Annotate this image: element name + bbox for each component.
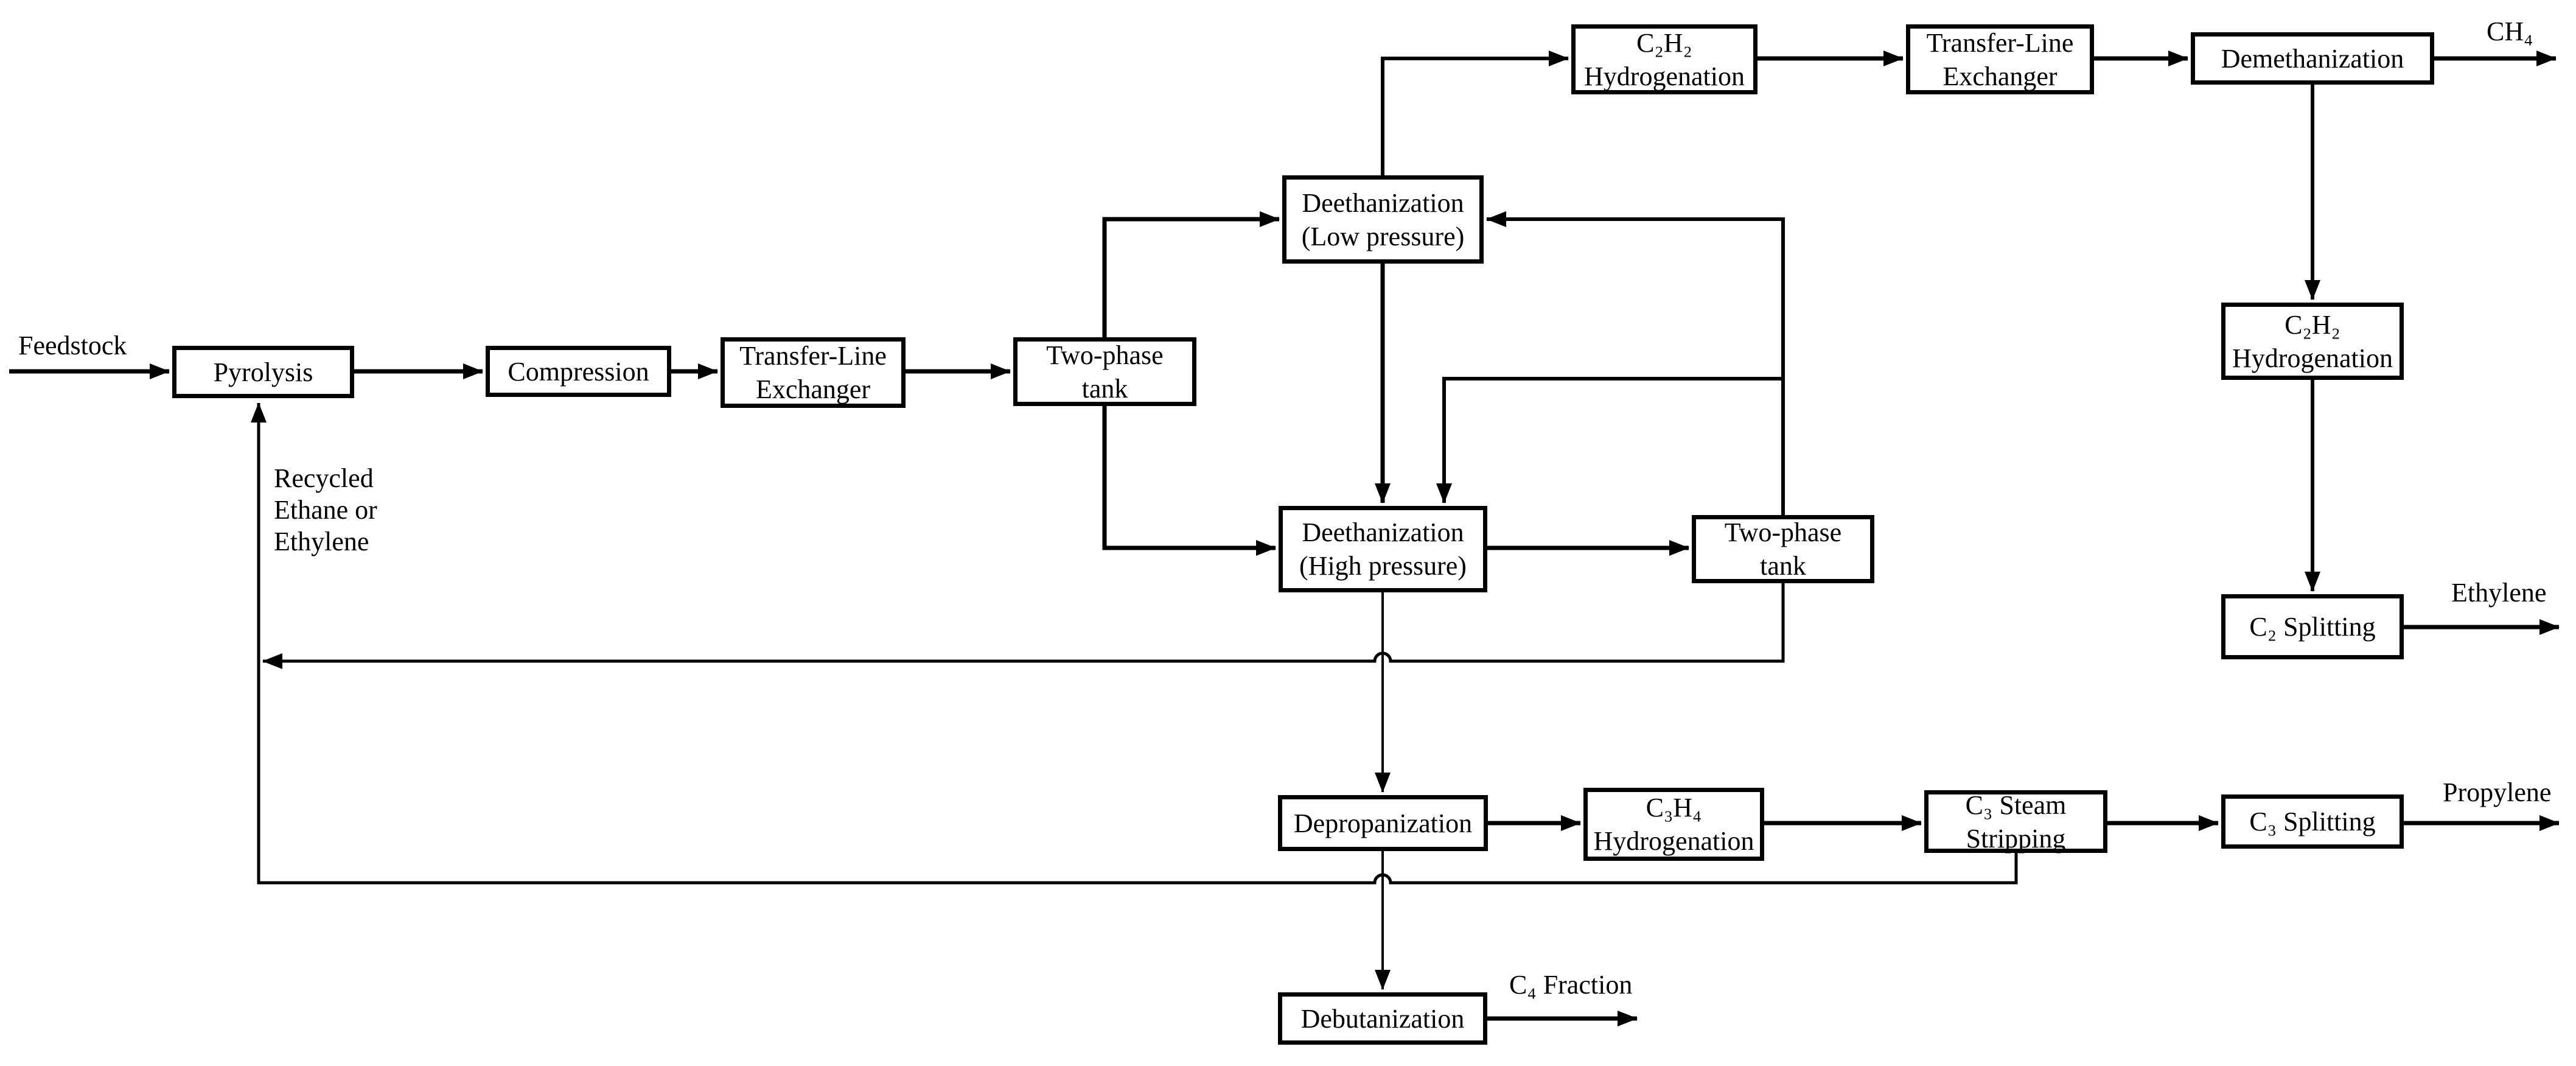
feedstock-label: Feedstock bbox=[18, 331, 127, 360]
recycle-ethane-ethylene-label: Recycled Ethane or Ethylene bbox=[274, 463, 377, 556]
deethanization-low-pressure-box: Deethanization (Low pressure) bbox=[1282, 175, 1484, 264]
two-phase-tank-2-box: Two-phase tank bbox=[1692, 515, 1874, 583]
arrow-recycle-upper bbox=[262, 583, 1785, 669]
transfer-line-exchanger-1-box: Transfer-Line Exchanger bbox=[721, 337, 906, 408]
pyrolysis-box: Pyrolysis bbox=[172, 346, 354, 398]
arrow-recycle-lower bbox=[251, 402, 2018, 885]
propylene-label: Propylene bbox=[2443, 777, 2552, 807]
arrow-tank1-deeth-hp bbox=[1102, 406, 1276, 556]
c2h2-hydrogenation-top-box: C₂H₂ Hydrogenation bbox=[1571, 24, 1757, 94]
demethanization-box: Demethanization bbox=[2191, 32, 2434, 85]
c3-steam-stripping-box: C₃ Steam Stripping bbox=[1924, 790, 2107, 854]
transfer-line-exchanger-2-box: Transfer-Line Exchanger bbox=[1906, 24, 2094, 94]
deethanization-high-pressure-box: Deethanization (High pressure) bbox=[1279, 506, 1487, 592]
depropanization-box: Depropanization bbox=[1278, 795, 1488, 851]
flow-connectors bbox=[9, 51, 2560, 1026]
c2h2-hydrogenation-right-box: C₂H₂ Hydrogenation bbox=[2221, 303, 2404, 380]
c3h4-hydrogenation-box: C₃H₄ Hydrogenation bbox=[1583, 788, 1764, 861]
ethylene-label: Ethylene bbox=[2451, 578, 2547, 608]
compression-box: Compression bbox=[486, 346, 671, 397]
arrow-reflux-deethhp bbox=[1436, 377, 1783, 503]
c3-splitting-box: C₃ Splitting bbox=[2221, 794, 2404, 849]
two-phase-tank-1-box: Two-phase tank bbox=[1013, 337, 1196, 406]
methane-label: CH₄ bbox=[2487, 16, 2533, 46]
c4-fraction-label: C₄ Fraction bbox=[1509, 970, 1633, 1000]
arrow-tank1-deeth-lp bbox=[1102, 211, 1280, 337]
arrow-deethlp-c2h2top bbox=[1381, 51, 1569, 175]
debutanization-box: Debutanization bbox=[1278, 992, 1487, 1045]
c2-splitting-box: C₂ Splitting bbox=[2221, 594, 2404, 659]
arrow-tank2-deethlp bbox=[1486, 211, 1785, 515]
